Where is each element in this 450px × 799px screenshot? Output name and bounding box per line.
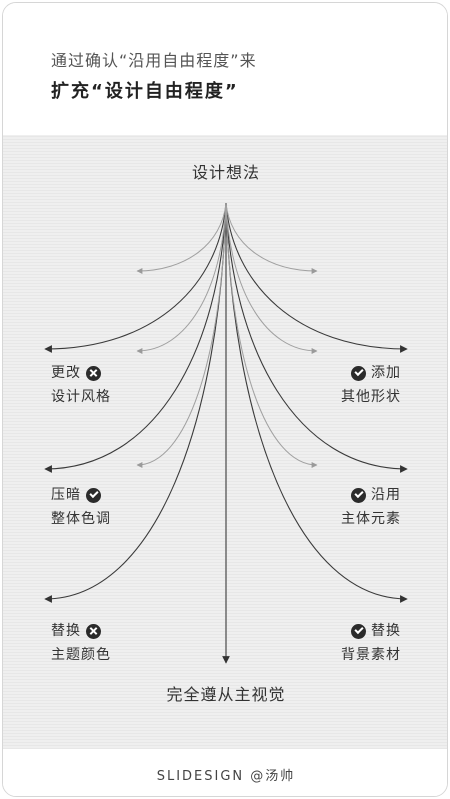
option-right-3: 替换 背景素材 bbox=[341, 619, 401, 667]
minor-2-left bbox=[136, 202, 227, 354]
check-circle-icon bbox=[351, 365, 366, 381]
branch-1-left bbox=[44, 202, 227, 353]
option-action: 沿用 bbox=[371, 487, 401, 503]
option-action: 更改 bbox=[51, 365, 81, 381]
option-right-2: 沿用 主体元素 bbox=[341, 483, 401, 531]
option-target: 背景素材 bbox=[341, 647, 401, 663]
option-left-2: 压暗 整体色调 bbox=[51, 483, 111, 531]
check-circle-icon bbox=[351, 487, 366, 503]
branch-2-left bbox=[44, 202, 227, 473]
option-action: 替换 bbox=[371, 623, 401, 639]
minor-2-right bbox=[225, 202, 318, 354]
minor-3-right bbox=[225, 202, 318, 468]
page-title: 扩充“设计自由程度” bbox=[51, 81, 239, 102]
option-target: 其他形状 bbox=[341, 389, 401, 405]
minor-3-left bbox=[136, 202, 227, 468]
option-left-3: 替换 主题颜色 bbox=[51, 619, 111, 667]
branch-2-right bbox=[225, 202, 408, 473]
option-action: 压暗 bbox=[51, 487, 81, 503]
header: 通过确认“沿用自由程度”来 扩充“设计自由程度” bbox=[3, 3, 447, 135]
option-target: 设计风格 bbox=[51, 389, 111, 405]
option-action: 添加 bbox=[371, 365, 401, 381]
check-circle-icon bbox=[86, 487, 101, 503]
subtitle: 通过确认“沿用自由程度”来 bbox=[51, 51, 257, 70]
branch-diagram bbox=[44, 202, 408, 664]
option-target: 整体色调 bbox=[51, 511, 111, 527]
footer: SLIDESIGN @汤帅 bbox=[3, 749, 447, 796]
check-circle-icon bbox=[351, 623, 366, 639]
cross-circle-icon bbox=[86, 623, 101, 639]
branch-1-right bbox=[225, 202, 408, 353]
minor-1-left bbox=[136, 202, 227, 274]
option-action: 替换 bbox=[51, 623, 81, 639]
option-target: 主体元素 bbox=[341, 511, 401, 527]
diagram-panel: 设计想法 完全遵从主视觉 更改 设计风格 压暗 整体色调 替换 主题颜色 添加 … bbox=[3, 135, 447, 749]
option-left-1: 更改 设计风格 bbox=[51, 361, 111, 409]
option-right-1: 添加 其他形状 bbox=[341, 361, 401, 409]
design-idea-label: 设计想法 bbox=[191, 163, 260, 182]
option-target: 主题颜色 bbox=[51, 647, 111, 663]
minor-1-right bbox=[225, 202, 318, 274]
credit-text: SLIDESIGN @汤帅 bbox=[156, 769, 296, 784]
cross-circle-icon bbox=[86, 365, 101, 381]
follow-main-visual-label: 完全遵从主视觉 bbox=[166, 685, 286, 704]
